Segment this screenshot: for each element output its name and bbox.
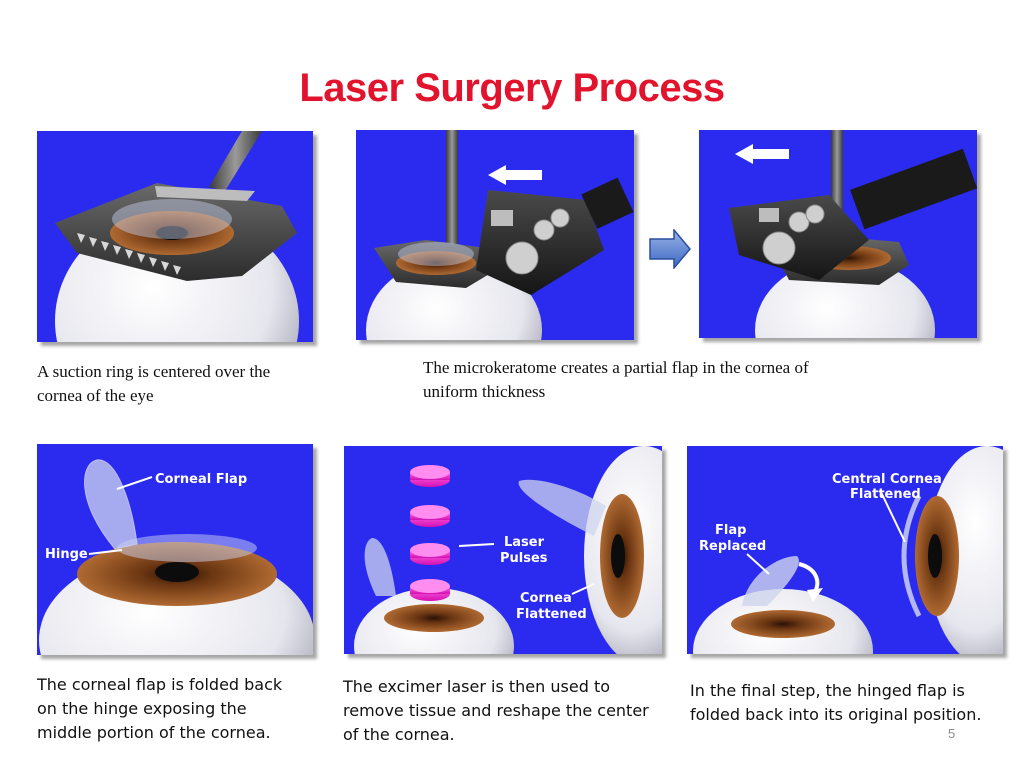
caption-line: In the final step, the hinged flap is xyxy=(690,681,965,700)
slide-title: Laser Surgery Process xyxy=(299,66,725,110)
caption-line: remove tissue and reshape the center xyxy=(343,701,649,720)
caption-line: A suction ring is centered over the xyxy=(37,362,271,381)
corneal-flap-label: Corneal Flap xyxy=(155,472,247,487)
pulses-label: Pulses xyxy=(500,551,548,566)
flap-label: Flap xyxy=(715,523,746,538)
caption-line: The corneal flap is folded back xyxy=(37,675,283,694)
laser-label: Laser xyxy=(504,535,545,550)
caption-line: The microkeratome creates a partial flap… xyxy=(423,358,809,377)
suction-ring-image xyxy=(37,131,313,342)
caption-line: middle portion of the cornea. xyxy=(37,723,271,742)
central-flattened-label: Flattened xyxy=(850,487,921,502)
page-number: 5 xyxy=(948,726,956,741)
replaced-label: Replaced xyxy=(699,539,766,554)
hinge-label: Hinge xyxy=(45,547,88,562)
flattened-label: Flattened xyxy=(516,607,587,622)
cornea-label: Cornea xyxy=(520,591,572,606)
microkeratome-end-image xyxy=(699,130,977,338)
caption-excimer-laser: The excimer laser is then used to remove… xyxy=(343,675,673,747)
caption-line: folded back into its original position. xyxy=(690,705,982,724)
caption-corneal-flap: The corneal flap is folded back on the h… xyxy=(37,673,337,745)
next-step-arrow xyxy=(648,227,692,271)
caption-line: cornea of the eye xyxy=(37,386,154,405)
caption-line: uniform thickness xyxy=(423,382,546,401)
corneal-flap-image: Corneal Flap Hinge xyxy=(37,444,313,655)
microkeratome-start-image xyxy=(356,130,634,340)
central-cornea-label: Central Cornea xyxy=(832,472,942,487)
caption-suction-ring: A suction ring is centered over the corn… xyxy=(37,360,337,408)
caption-line: of the cornea. xyxy=(343,725,455,744)
caption-final-step: In the final step, the hinged flap is fo… xyxy=(690,679,1010,727)
excimer-laser-image: Laser Pulses Cornea Flattened xyxy=(344,446,662,654)
flap-replaced-image: Central Cornea Flattened Flap Replaced xyxy=(687,446,1003,654)
caption-microkeratome: The microkeratome creates a partial flap… xyxy=(423,356,903,404)
caption-line: The excimer laser is then used to xyxy=(343,677,610,696)
caption-line: on the hinge exposing the xyxy=(37,699,247,718)
